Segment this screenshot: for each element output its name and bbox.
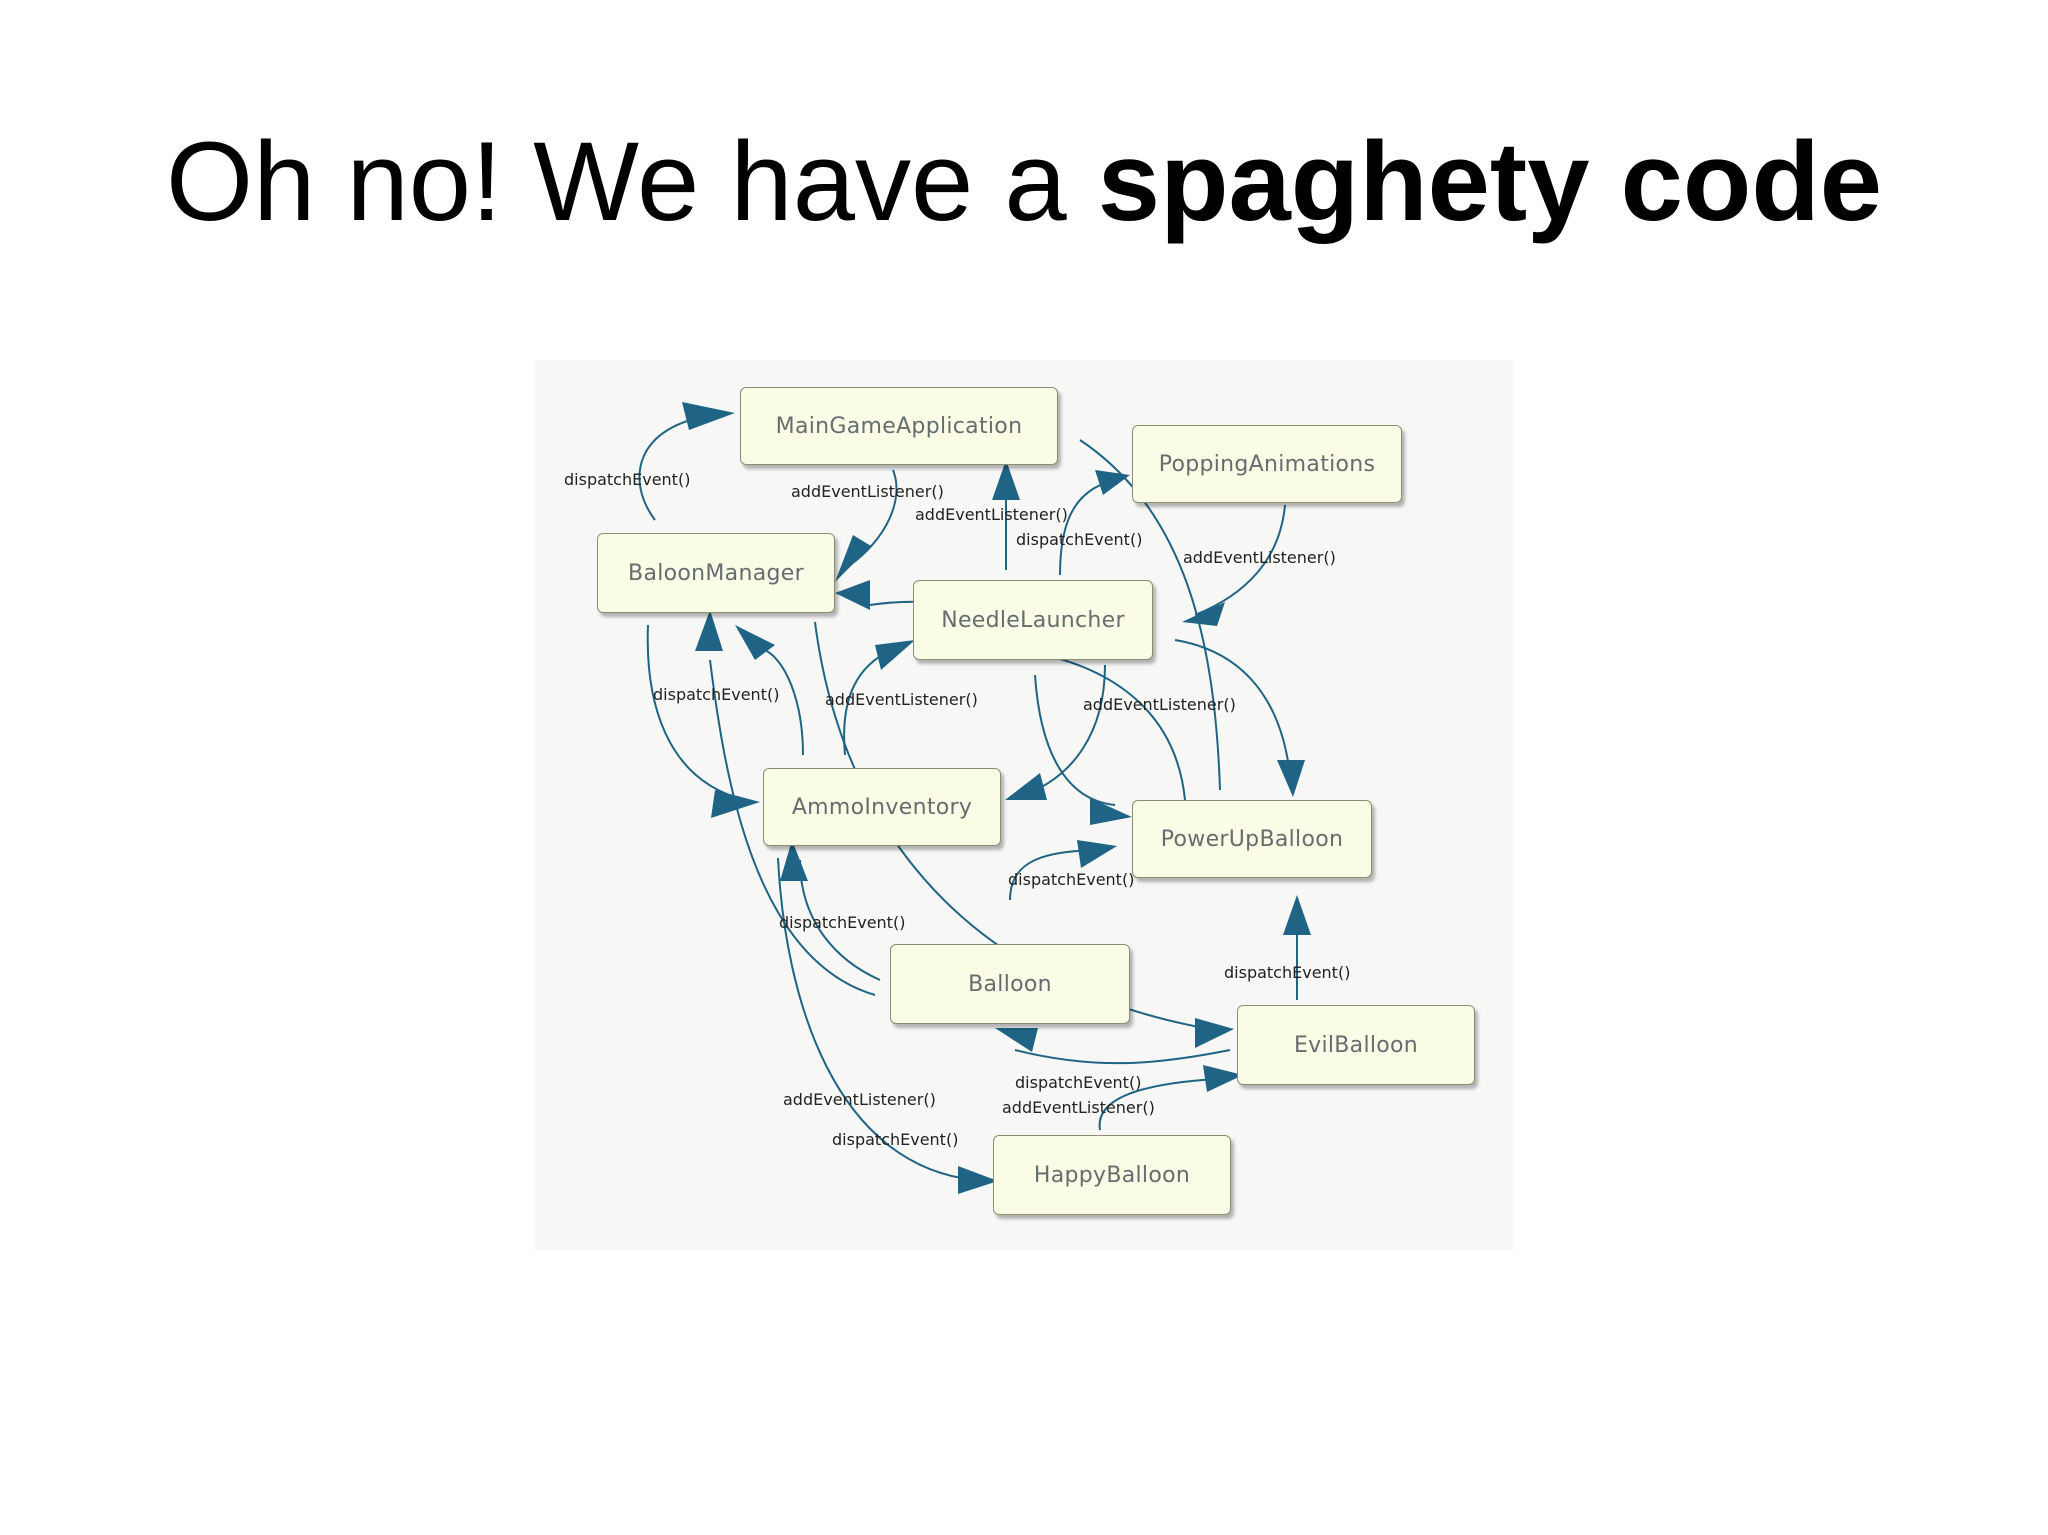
node-popping-animations: PoppingAnimations xyxy=(1132,425,1402,503)
edge-label: dispatchEvent() xyxy=(832,1130,959,1149)
edge-balloon-to-baloonmanager xyxy=(709,659,876,996)
edge-label: dispatchEvent() xyxy=(1015,1073,1142,1092)
edge-needle-to-ammo xyxy=(1014,664,1106,799)
arrowhead xyxy=(1005,773,1047,800)
arrowhead xyxy=(958,1166,998,1194)
edge-baloonmanager-to-main xyxy=(638,414,716,521)
edge-label: addEventListener() xyxy=(1002,1098,1155,1117)
arrowhead xyxy=(682,402,735,430)
edge-label: addEventListener() xyxy=(1183,548,1336,567)
edge-needle-to-popping xyxy=(1059,477,1126,576)
arrowhead xyxy=(1077,840,1117,868)
arrowhead xyxy=(1283,895,1311,935)
node-main-game-application: MainGameApplication xyxy=(740,387,1058,465)
edge-needle-to-evil-right xyxy=(1174,639,1291,776)
edge-ammo-to-baloonmanager xyxy=(764,649,804,756)
diagram-panel: MainGameApplication PoppingAnimations Ba… xyxy=(535,360,1513,1250)
node-power-up-balloon: PowerUpBalloon xyxy=(1132,800,1372,878)
arrowhead xyxy=(1195,1018,1234,1048)
edge-label: dispatchEvent() xyxy=(564,470,691,489)
slide-title: Oh no! We have a spaghety code xyxy=(0,118,2048,247)
arrowhead xyxy=(1277,760,1305,797)
arrowhead xyxy=(780,840,808,881)
edge-evil-to-balloon xyxy=(1014,1049,1231,1065)
edge-label: dispatchEvent() xyxy=(1016,530,1143,549)
edge-baloonmanager-to-ammo xyxy=(646,624,746,801)
edge-popping-to-needle xyxy=(1194,504,1286,616)
edge-label: dispatchEvent() xyxy=(779,913,906,932)
edge-powerup-to-main xyxy=(1079,439,1221,791)
arrowhead xyxy=(995,1028,1038,1052)
edge-label: dispatchEvent() xyxy=(653,685,780,704)
node-ammo-inventory: AmmoInventory xyxy=(763,768,1001,846)
node-baloon-manager: BaloonManager xyxy=(597,533,835,613)
node-balloon: Balloon xyxy=(890,944,1130,1024)
edge-label: dispatchEvent() xyxy=(1224,963,1351,982)
arrowhead xyxy=(1090,798,1132,825)
arrowhead xyxy=(992,460,1020,500)
arrowhead xyxy=(1182,602,1225,626)
arrowhead xyxy=(875,640,915,670)
edge-label: addEventListener() xyxy=(915,505,1068,524)
edge-needle-to-powerup xyxy=(1034,674,1116,806)
arrowhead xyxy=(695,610,723,651)
arrowhead xyxy=(735,625,775,660)
edge-label: addEventListener() xyxy=(783,1090,936,1109)
node-needle-launcher: NeedleLauncher xyxy=(913,580,1153,660)
edge-happy-to-evil xyxy=(1098,1077,1236,1131)
edge-label: dispatchEvent() xyxy=(1008,870,1135,889)
title-bold: spaghety code xyxy=(1097,119,1883,244)
title-normal: Oh no! We have a xyxy=(165,119,1098,244)
node-happy-balloon: HappyBalloon xyxy=(993,1135,1231,1215)
edge-layer xyxy=(638,402,1311,1194)
arrowhead xyxy=(835,535,871,582)
edge-main-to-baloonmanager xyxy=(849,469,898,566)
arrowhead xyxy=(711,790,760,818)
arrowhead xyxy=(835,580,870,610)
edge-label: addEventListener() xyxy=(825,690,978,709)
node-evil-balloon: EvilBalloon xyxy=(1237,1005,1475,1085)
edge-ammo-to-happy xyxy=(777,857,976,1181)
arrowhead xyxy=(1095,470,1130,495)
arrowhead xyxy=(1203,1065,1243,1092)
edge-label: addEventListener() xyxy=(791,482,944,501)
edge-label: addEventListener() xyxy=(1083,695,1236,714)
